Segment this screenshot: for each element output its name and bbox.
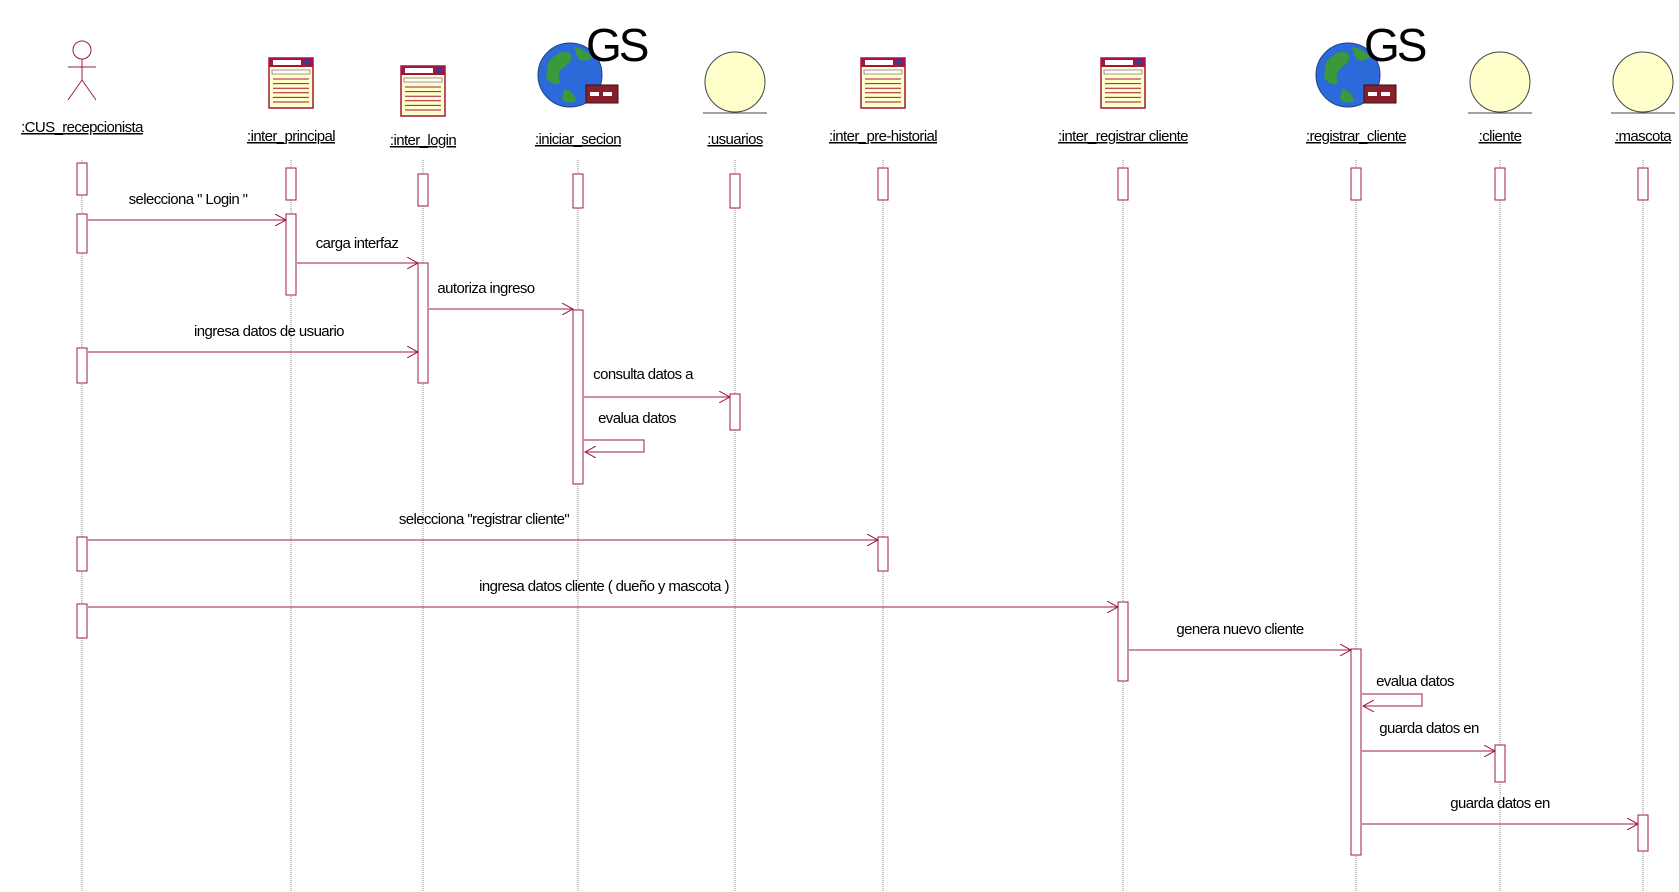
message-label: selecciona " Login " xyxy=(129,191,248,208)
object-label-il: :inter_login xyxy=(390,132,456,149)
activation-bar-us xyxy=(729,173,741,209)
activation-bar-cus xyxy=(76,347,88,384)
object-label-cus: :CUS_recepcionista xyxy=(21,119,144,136)
message-label: ingresa datos cliente ( dueño y mascota … xyxy=(479,578,729,595)
window-form-icon xyxy=(268,57,314,109)
object-label-irc: :inter_registrar cliente xyxy=(1058,128,1188,145)
activation-bar-rc xyxy=(1350,648,1362,856)
window-form-icon xyxy=(860,57,906,109)
window-form-icon xyxy=(1100,57,1146,109)
activation-bar-iph xyxy=(877,167,889,201)
activation-bar-ma xyxy=(1637,814,1649,852)
object-label-ip: :inter_principal xyxy=(247,128,335,145)
message-label: evalua datos xyxy=(1376,673,1454,690)
object-label-rc: :registrar_cliente xyxy=(1306,128,1406,145)
actor-stick-figure-icon xyxy=(67,40,97,101)
activation-bar-ip xyxy=(285,213,297,296)
gs-badge-text: GS xyxy=(586,19,648,71)
gs-badge-text: GS xyxy=(1364,19,1426,71)
object-label-cl: :cliente xyxy=(1479,128,1522,145)
object-label-ma: :mascota xyxy=(1615,128,1672,145)
activation-bar-cus xyxy=(76,603,88,639)
activation-bar-iph xyxy=(877,536,889,572)
message-label: genera nuevo cliente xyxy=(1176,621,1304,638)
activation-bar-il xyxy=(417,173,429,207)
message-label: ingresa datos de usuario xyxy=(194,323,344,340)
message-label: guarda datos en xyxy=(1450,795,1550,812)
activation-bar-il xyxy=(417,262,429,384)
object-label-iph: :inter_pre-historial xyxy=(829,128,937,145)
message-label: consulta datos a xyxy=(593,366,694,383)
entity-circle-icon xyxy=(1611,51,1675,114)
activation-bar-cus xyxy=(76,213,88,254)
message-label: selecciona "registrar cliente" xyxy=(399,511,570,528)
object-label-is: :iniciar_secion xyxy=(535,131,621,148)
activation-bar-ma xyxy=(1637,167,1649,201)
activation-bar-ip xyxy=(285,167,297,201)
activation-bar-cus xyxy=(76,162,88,196)
entity-circle-icon xyxy=(1468,51,1532,114)
control-globe-server-icon: GS xyxy=(1315,19,1429,108)
object-label-us: :usuarios xyxy=(707,131,763,148)
entity-circle-icon xyxy=(703,51,767,114)
activation-bar-rc xyxy=(1350,167,1362,201)
activation-bar-irc xyxy=(1117,167,1129,201)
self-message-arrow xyxy=(584,439,645,452)
window-form-icon xyxy=(400,65,446,117)
activation-bar-is xyxy=(572,173,584,209)
activation-bar-us xyxy=(729,393,741,431)
activation-bar-cl xyxy=(1494,744,1506,783)
activation-bar-cus xyxy=(76,536,88,572)
self-message-arrow xyxy=(1362,693,1423,706)
message-label: guarda datos en xyxy=(1379,720,1479,737)
activation-bar-is xyxy=(572,309,584,485)
message-label: carga interfaz xyxy=(316,235,399,252)
message-label: evalua datos xyxy=(598,410,676,427)
activation-bar-irc xyxy=(1117,601,1129,682)
activation-bar-cl xyxy=(1494,167,1506,201)
control-globe-server-icon: GS xyxy=(537,19,651,108)
message-label: autoriza ingreso xyxy=(437,280,534,297)
